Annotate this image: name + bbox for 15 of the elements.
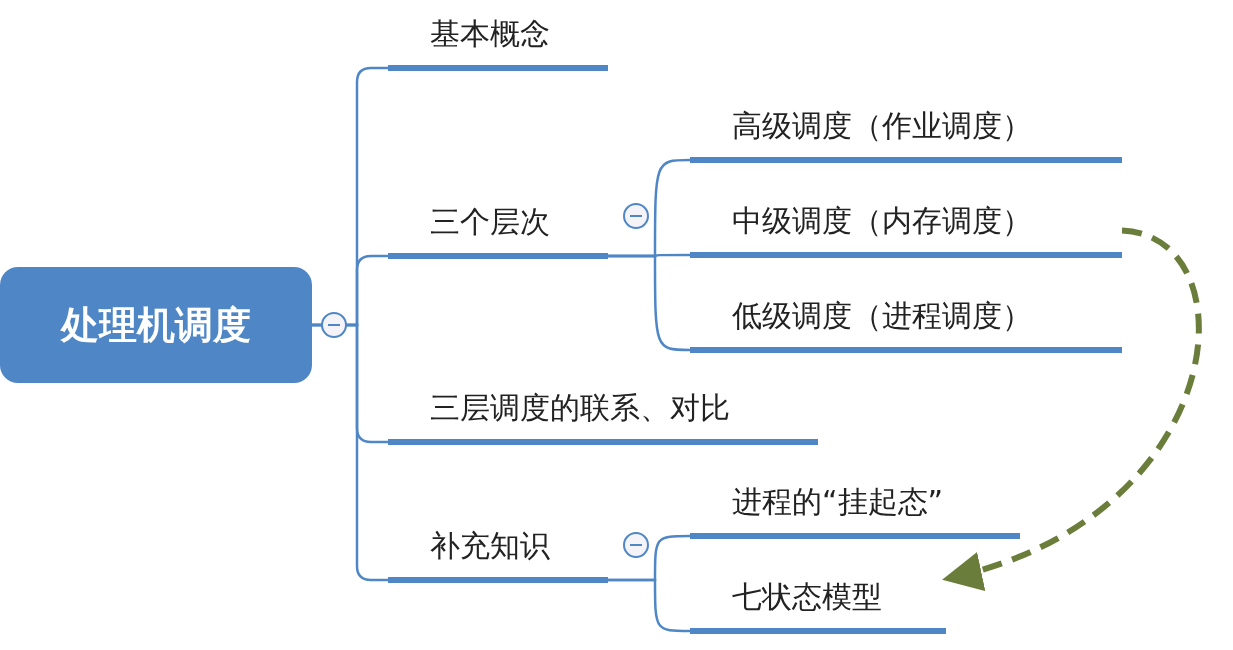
- topic-text: 三个层次: [430, 203, 550, 241]
- topic-text: 高级调度（作业调度）: [732, 107, 1032, 145]
- topic-text: 补充知识: [430, 527, 550, 565]
- topic-text: 三层调度的联系、对比: [430, 389, 730, 427]
- topic-text: 低级调度（进程调度）: [732, 297, 1032, 335]
- branch-line: [608, 578, 690, 633]
- topic-text: 中级调度（内存调度）: [732, 202, 1032, 240]
- branch-line: [608, 254, 690, 352]
- branch-line: [312, 323, 388, 582]
- topic-text: 处理机调度: [61, 301, 251, 349]
- topic-text: 基本概念: [430, 15, 550, 53]
- central-topic-box: [0, 267, 312, 383]
- arrow: [942, 227, 1201, 589]
- topic-text: 进程的“挂起态”: [732, 483, 944, 521]
- topic-text: 七状态模型: [732, 578, 882, 616]
